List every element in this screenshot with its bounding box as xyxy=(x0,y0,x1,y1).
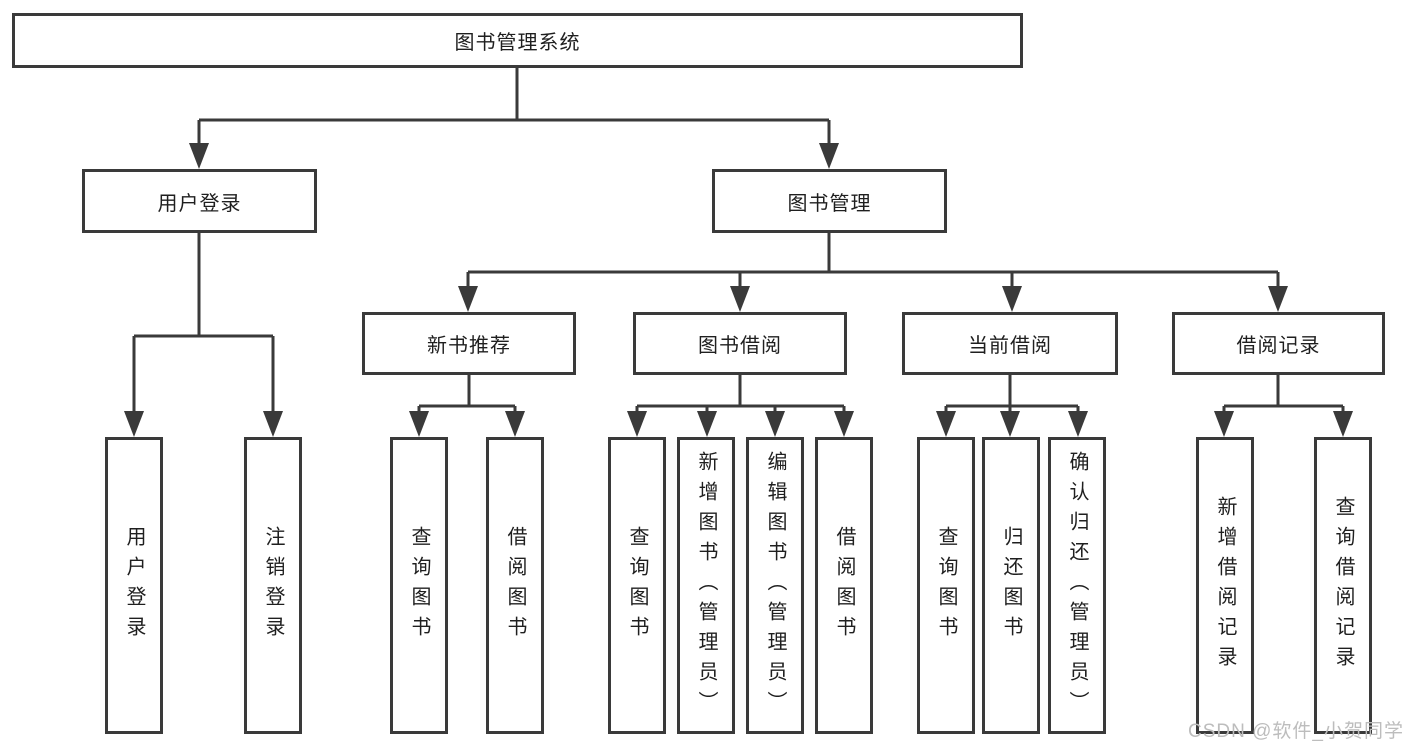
node-root-system: 图书管理系统 xyxy=(12,13,1023,68)
arrowhead xyxy=(1214,411,1234,437)
node-new-book-recommend: 新书推荐 xyxy=(362,312,576,375)
arrowhead xyxy=(1000,411,1020,437)
leaf-return-book: 归还图书 xyxy=(982,437,1040,734)
node-label: 借阅记录 xyxy=(1236,335,1321,357)
node-label: 新增借阅记录 xyxy=(1214,495,1236,676)
arrowhead xyxy=(1333,411,1353,437)
leaf-borrow-books: 借阅图书 xyxy=(486,437,544,734)
arrowhead xyxy=(765,411,785,437)
leaf-confirm-return-admin: 确认归还（管理员） xyxy=(1048,437,1106,734)
leaf-query-books: 查询图书 xyxy=(608,437,666,734)
connector-current-borrow-children xyxy=(936,375,1088,437)
arrowhead xyxy=(263,411,283,437)
arrowhead xyxy=(730,286,750,312)
arrowhead xyxy=(627,411,647,437)
node-user-login: 用户登录 xyxy=(82,169,317,233)
connector-book-borrow-children xyxy=(627,375,854,437)
connector-borrow-record-children xyxy=(1214,375,1353,437)
node-label: 图书管理系统 xyxy=(454,32,581,54)
leaf-add-book-admin: 新增图书（管理员） xyxy=(677,437,735,734)
leaf-query-books: 查询图书 xyxy=(917,437,975,734)
arrowhead xyxy=(1268,286,1288,312)
arrowhead xyxy=(409,411,429,437)
node-label: 归还图书 xyxy=(1000,525,1022,646)
node-label: 用户登录 xyxy=(123,525,145,646)
node-label: 查询图书 xyxy=(935,525,957,646)
node-label: 确认归还（管理员） xyxy=(1066,450,1088,721)
connector-root-to-level2 xyxy=(189,68,839,169)
node-label: 新增图书（管理员） xyxy=(695,450,717,721)
node-label: 借阅图书 xyxy=(504,525,526,646)
leaf-query-borrow-record: 查询借阅记录 xyxy=(1314,437,1372,734)
arrowhead xyxy=(124,411,144,437)
node-label: 图书借阅 xyxy=(698,335,782,357)
arrowhead xyxy=(936,411,956,437)
arrowhead xyxy=(1002,286,1022,312)
leaf-query-books: 查询图书 xyxy=(390,437,448,734)
node-label: 当前借阅 xyxy=(968,335,1052,357)
node-label: 借阅图书 xyxy=(833,525,855,646)
arrowhead xyxy=(189,143,209,169)
node-book-management: 图书管理 xyxy=(712,169,947,233)
arrowhead xyxy=(697,411,717,437)
leaf-edit-book-admin: 编辑图书（管理员） xyxy=(746,437,804,734)
arrowhead xyxy=(834,411,854,437)
arrowhead xyxy=(1068,411,1088,437)
connector-new-book-children xyxy=(409,375,525,437)
node-borrow-records: 借阅记录 xyxy=(1172,312,1385,375)
node-label: 用户登录 xyxy=(157,192,242,215)
leaf-borrow-books: 借阅图书 xyxy=(815,437,873,734)
leaf-add-borrow-record: 新增借阅记录 xyxy=(1196,437,1254,734)
arrowhead xyxy=(458,286,478,312)
arrowhead xyxy=(505,411,525,437)
connector-book-mgmt-children xyxy=(458,233,1288,312)
node-label: 查询图书 xyxy=(626,525,648,646)
arrowhead xyxy=(819,143,839,169)
csdn-watermark: CSDN @软件_小贺同学 xyxy=(1188,721,1404,742)
node-label: 查询借阅记录 xyxy=(1332,495,1354,676)
node-label: 查询图书 xyxy=(408,525,430,646)
node-label: 图书管理 xyxy=(787,192,872,215)
leaf-logout: 注销登录 xyxy=(244,437,302,734)
node-label: 新书推荐 xyxy=(427,335,511,357)
node-label: 编辑图书（管理员） xyxy=(764,450,786,721)
node-current-borrowing: 当前借阅 xyxy=(902,312,1118,375)
node-book-borrowing: 图书借阅 xyxy=(633,312,847,375)
leaf-user-login: 用户登录 xyxy=(105,437,163,734)
connector-user-login-children xyxy=(124,233,283,437)
node-label: 注销登录 xyxy=(262,525,284,646)
